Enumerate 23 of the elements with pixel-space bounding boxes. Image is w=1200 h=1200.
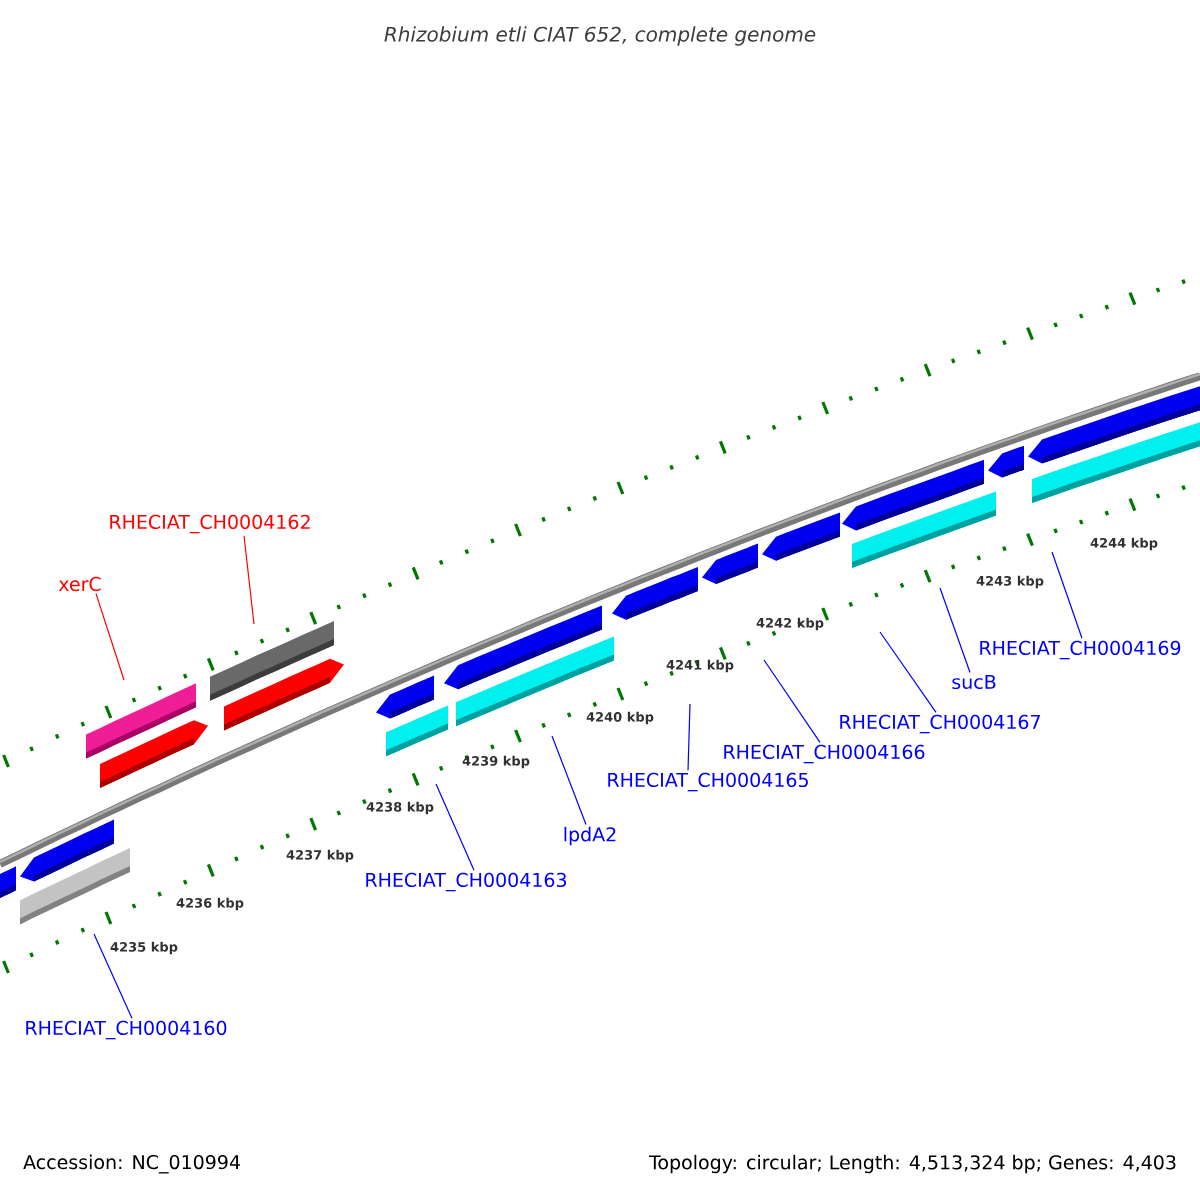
gene-label: RHECIAT_CH0004169 [980, 640, 1181, 660]
gene-label: lpdA2 [564, 826, 616, 846]
leader-line [763, 659, 821, 743]
title: Rhizobium etli CIAT 652, complete genome [384, 26, 816, 46]
leader-line [243, 535, 255, 625]
accession-text: Accession: NC_010994 [23, 1154, 240, 1174]
gene-label: RHECIAT_CH0004166 [724, 744, 925, 764]
gene-label: xerC [58, 576, 101, 592]
leader-line [879, 631, 937, 713]
gene-label: RHECIAT_CH0004165 [608, 772, 808, 792]
gene-label: RHECIAT_CH0004160 [26, 1020, 227, 1040]
leader-line [551, 735, 587, 825]
gene-label: sucB [952, 674, 996, 690]
leader-line [687, 703, 691, 771]
gene-label: RHECIAT_CH0004167 [840, 714, 1040, 734]
leader-line [939, 587, 971, 674]
gene-label: RHECIAT_CH0004162 [110, 514, 310, 534]
leader-line [1051, 551, 1083, 639]
leader-line [93, 933, 133, 1019]
genome-info-text: Topology: circular; Length: 4,513,324 bp; Genes: 4,403 [648, 1154, 1176, 1174]
leader-line [95, 593, 125, 681]
leader-line [435, 783, 475, 871]
gene-label: RHECIAT_CH0004163 [366, 872, 567, 892]
